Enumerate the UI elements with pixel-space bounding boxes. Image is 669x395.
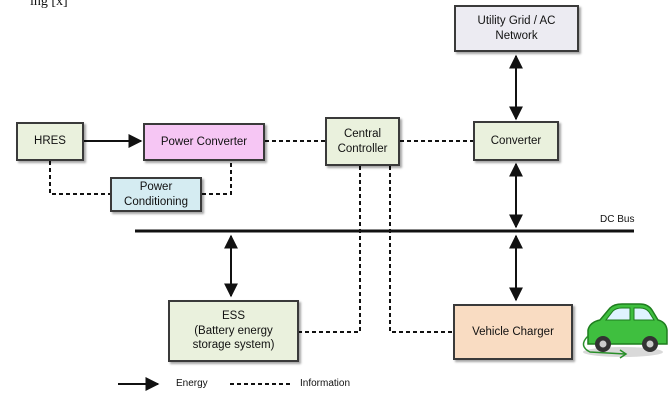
power-converter-node: Power Converter bbox=[143, 123, 265, 161]
utility-grid-node: Utility Grid / AC Network bbox=[454, 5, 579, 52]
info-line-conditioning-power-converter bbox=[202, 161, 232, 195]
info-line-hres-conditioning bbox=[49, 161, 110, 195]
legend-information-label: Information bbox=[300, 378, 351, 389]
vehicle-charger-node: Vehicle Charger bbox=[453, 304, 573, 360]
info-line-controller-ess bbox=[299, 166, 361, 333]
central-controller-node: Central Controller bbox=[325, 117, 400, 166]
converter-node: Converter bbox=[473, 121, 559, 161]
electric-car-icon bbox=[582, 303, 668, 359]
ess-node: ESS (Battery energy storage system) bbox=[168, 300, 299, 362]
caption-fragment-text: ing [x] bbox=[30, 0, 68, 9]
dc-bus-label: DC Bus bbox=[600, 214, 635, 225]
power-conditioning-node: Power Conditioning bbox=[110, 177, 202, 212]
info-line-controller-charger bbox=[389, 166, 453, 333]
hres-node: HRES bbox=[16, 122, 84, 161]
caption-fragment: ing [x] bbox=[0, 0, 669, 14]
legend-energy-label: Energy bbox=[176, 378, 208, 389]
